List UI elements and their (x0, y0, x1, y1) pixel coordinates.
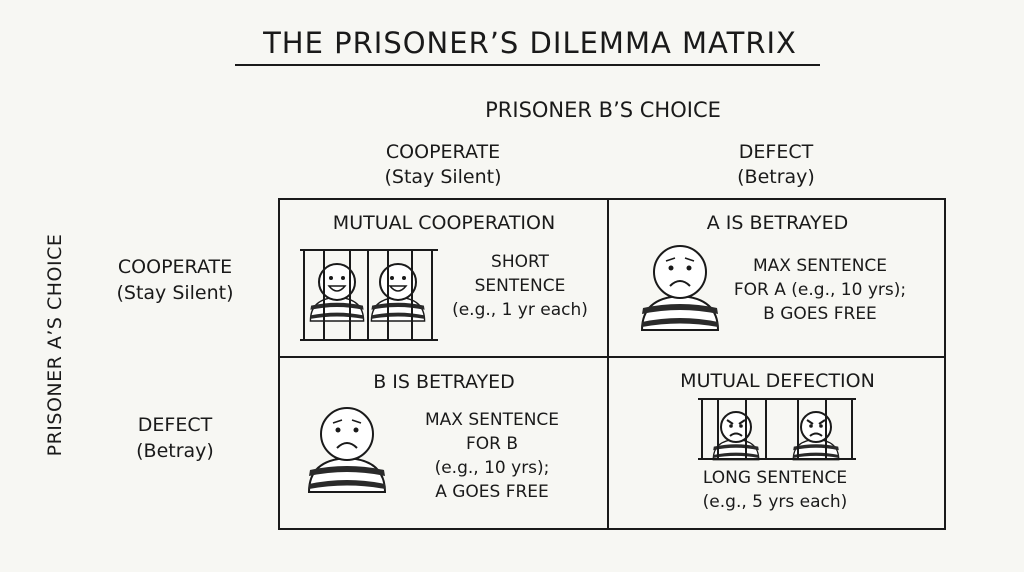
text-line: FOR B (465, 434, 519, 454)
text-line: LONG SENTENCE (702, 468, 848, 488)
diagram-title: THE PRISONER’S DILEMMA MATRIX (263, 26, 797, 60)
cell-cc-title: MUTUAL COOPERATION (332, 212, 556, 234)
matrix-divider-vertical (607, 198, 609, 530)
title-underline (235, 64, 820, 66)
text-line: MAX SENTENCE (424, 410, 560, 430)
row-header: PRISONER A’S CHOICE (44, 233, 66, 457)
cell-dd-description: LONG SENTENCE (e.g., 5 yrs each) (660, 466, 890, 514)
text-line: SHORT (491, 252, 549, 272)
matrix-divider-horizontal (278, 356, 945, 358)
text-line: (e.g., 1 yr each) (452, 300, 588, 320)
row-label: DEFECT (137, 414, 213, 436)
text-line: MAX SENTENCE (752, 256, 888, 276)
text-line: (e.g., 10 yrs); (434, 458, 550, 478)
text-line: A GOES FREE (435, 482, 549, 502)
cell-dc-description: MAX SENTENCE FOR B (e.g., 10 yrs); A GOE… (397, 408, 587, 504)
cell-dd-title: MUTUAL DEFECTION (680, 370, 875, 392)
cell-cc-description: SHORT SENTENCE (e.g., 1 yr each) (440, 250, 600, 322)
column-sublabel: (Stay Silent) (384, 166, 502, 188)
text-line: SENTENCE (474, 276, 566, 296)
cell-cd-title: A IS BETRAYED (706, 212, 849, 234)
text-line: B GOES FREE (763, 304, 877, 324)
column-label: DEFECT (738, 141, 814, 163)
column-sublabel: (Betray) (737, 166, 815, 188)
column-header: PRISONER B’S CHOICE (485, 98, 721, 122)
jailed-happy-prisoners-icon (300, 249, 438, 341)
text-line: (e.g., 5 yrs each) (702, 492, 848, 512)
row-label-defect: DEFECT (Betray) (75, 412, 275, 464)
cell-dc-title: B IS BETRAYED (373, 371, 515, 393)
jailed-angry-prisoners-icon (698, 398, 856, 463)
column-label-defect: DEFECT (Betray) (676, 140, 876, 190)
text-line: FOR A (e.g., 10 yrs); (733, 280, 907, 300)
cell-cd-description: MAX SENTENCE FOR A (e.g., 10 yrs); B GOE… (715, 254, 925, 326)
row-sublabel: (Stay Silent) (116, 282, 234, 304)
row-label-cooperate: COOPERATE (Stay Silent) (75, 254, 275, 306)
row-label: COOPERATE (117, 256, 233, 278)
column-label: COOPERATE (385, 141, 501, 163)
row-sublabel: (Betray) (136, 440, 214, 462)
payoff-matrix (278, 198, 946, 530)
column-label-cooperate: COOPERATE (Stay Silent) (343, 140, 543, 190)
